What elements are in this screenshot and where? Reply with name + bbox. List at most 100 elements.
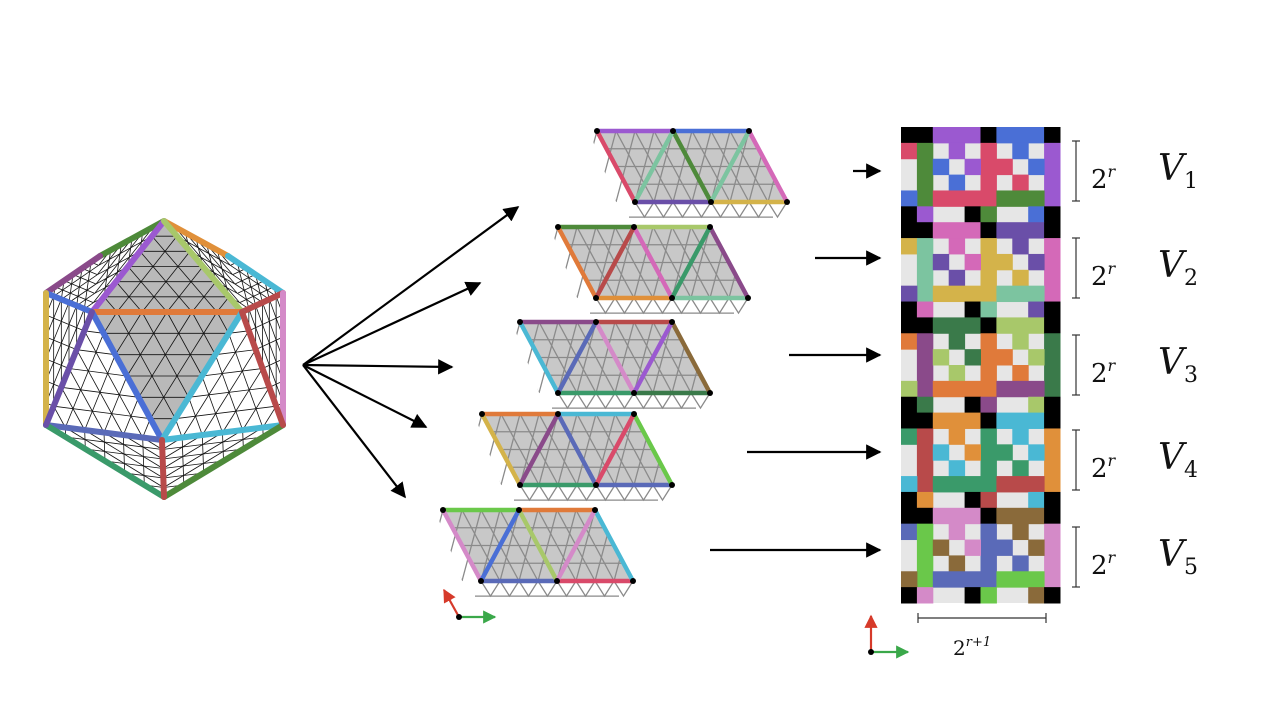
pixel xyxy=(932,507,981,525)
pixel xyxy=(901,476,918,493)
pixel xyxy=(932,190,981,207)
strip-vertex xyxy=(517,482,523,488)
pixel xyxy=(1028,444,1045,461)
pixel xyxy=(916,333,934,398)
pixel xyxy=(1012,269,1029,287)
pixel xyxy=(1028,301,1045,318)
unfold-arrows xyxy=(302,206,520,499)
ico-edge xyxy=(43,290,95,315)
pixel xyxy=(901,523,918,541)
ico-edge xyxy=(43,309,95,428)
pixel xyxy=(980,301,997,318)
pixel xyxy=(932,158,950,176)
strip-vertex xyxy=(554,578,560,584)
pixel xyxy=(948,238,966,255)
ico-face-mesh xyxy=(45,296,85,407)
pixel xyxy=(964,539,981,556)
unfold-arrow-1 xyxy=(302,206,520,366)
pixel xyxy=(996,222,1045,239)
strip-vertex xyxy=(669,319,675,325)
pixel xyxy=(932,127,981,144)
strip-vertex xyxy=(707,224,713,230)
strip-3 xyxy=(512,319,714,410)
vector-label-2: V2 xyxy=(1158,245,1198,292)
pixel xyxy=(980,523,997,588)
pixel xyxy=(901,222,934,239)
strip-1 xyxy=(589,128,791,219)
strip-vertex xyxy=(479,411,485,417)
strip-overhang xyxy=(590,297,749,315)
pixel xyxy=(916,587,934,604)
pixel xyxy=(1044,301,1061,318)
pixel xyxy=(901,190,918,207)
pixel xyxy=(980,412,997,429)
strip-vertex xyxy=(632,199,638,205)
pixel xyxy=(948,333,966,350)
pixel xyxy=(996,507,1045,525)
pixel xyxy=(932,222,981,239)
pixel xyxy=(948,460,966,477)
pixel xyxy=(1012,365,1029,382)
strip-vertex xyxy=(631,390,637,396)
pixel xyxy=(901,571,918,588)
ico-face-mesh xyxy=(103,311,230,420)
image-axes xyxy=(864,614,910,659)
pixel xyxy=(1044,206,1061,223)
pixel xyxy=(1028,587,1045,604)
strip-2 xyxy=(550,224,752,315)
strip-vertex xyxy=(516,507,522,513)
strip-edges xyxy=(479,411,675,488)
pixel xyxy=(1044,222,1061,239)
unfold-arrow-4 xyxy=(302,364,428,428)
pixel xyxy=(1044,523,1061,588)
period-bracket-2 xyxy=(1072,237,1080,299)
pixel xyxy=(980,396,997,414)
pixel xyxy=(1044,428,1061,493)
pixel xyxy=(1012,333,1029,350)
ico-edge xyxy=(161,218,245,315)
width-bracket xyxy=(917,613,1047,623)
mapping-arrows xyxy=(710,163,882,558)
ico-face xyxy=(46,312,162,440)
ico-edge xyxy=(159,437,167,500)
pixel xyxy=(948,174,966,191)
period-label-5: 2r xyxy=(1091,548,1116,581)
pixel xyxy=(980,587,997,604)
pixel xyxy=(996,190,1045,207)
pixel xyxy=(980,317,997,334)
strip-vertex xyxy=(555,224,561,230)
pixel xyxy=(980,333,997,398)
pixel xyxy=(1028,539,1045,556)
strip-5 xyxy=(435,507,637,598)
image-axis-origin xyxy=(868,649,874,655)
pixel xyxy=(948,555,966,572)
pixel xyxy=(901,317,934,334)
pixel xyxy=(1044,507,1061,525)
pixel xyxy=(1012,555,1029,572)
pixel xyxy=(932,539,950,556)
pixel xyxy=(1012,142,1029,160)
pixel xyxy=(1012,460,1029,477)
pixel xyxy=(996,285,1045,303)
pixel xyxy=(932,317,981,334)
strip-vertex xyxy=(593,482,599,488)
strip-vertex xyxy=(594,128,600,134)
pixel xyxy=(916,396,934,414)
pixel xyxy=(964,349,981,366)
strip-overhang xyxy=(514,484,673,502)
pixel xyxy=(932,476,981,493)
pixel xyxy=(1028,253,1045,271)
pixel xyxy=(916,301,934,318)
pixel xyxy=(932,412,981,429)
pixel xyxy=(996,380,1045,398)
icosahedron-figure xyxy=(43,218,286,500)
pixel xyxy=(996,444,1013,461)
pixel xyxy=(948,269,966,287)
unfold-arrow-5 xyxy=(302,364,406,499)
pixel xyxy=(996,158,1013,176)
strip-vertex xyxy=(555,411,561,417)
period-label-4: 2r xyxy=(1091,451,1116,484)
strip-vertex xyxy=(746,128,752,134)
vector-label-3: V3 xyxy=(1158,342,1198,389)
